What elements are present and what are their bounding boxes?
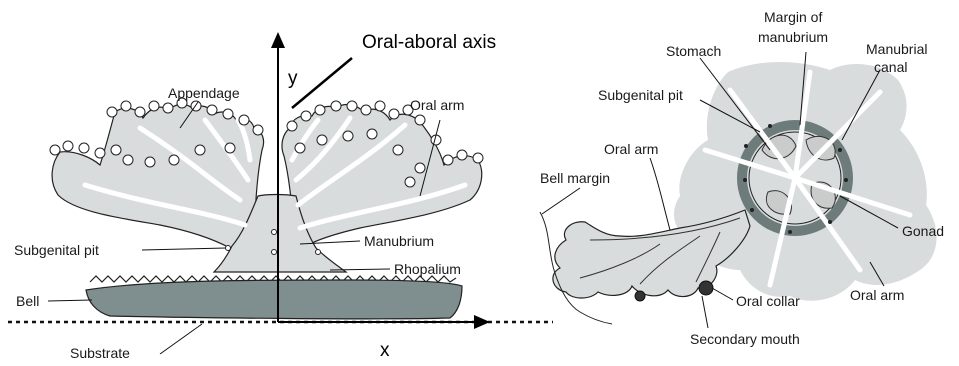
- label-rhopalium: Rhopalium: [394, 261, 461, 277]
- left-side-view: Oral-aboral axis y x Appendage Oral arm …: [8, 32, 553, 361]
- left-oral-arm-cluster: [52, 104, 264, 248]
- bell: [86, 280, 462, 319]
- subgenital-pit-right: [316, 250, 321, 255]
- branching-oral-arm: [553, 210, 750, 298]
- y-axis-arrowhead: [271, 32, 285, 48]
- leader-substrate: [160, 324, 202, 354]
- leader-secondary-mouth: [702, 296, 708, 328]
- manubrium-dot-2: [272, 250, 277, 255]
- x-axis-label: x: [380, 340, 390, 361]
- label-subgenital-pit-left: Subgenital pit: [14, 242, 99, 258]
- label-manubrial-canal-2: canal: [874, 59, 907, 75]
- label-appendage: Appendage: [168, 85, 240, 101]
- leader-bell-margin: [542, 188, 580, 214]
- label-subgenital-pit-right: Subgenital pit: [598, 87, 683, 103]
- subgenital-pit-left: [226, 246, 231, 251]
- manubrium-dot-1: [272, 230, 277, 235]
- label-manubrium: Manubrium: [364, 233, 434, 249]
- oral-aboral-axis-title: Oral-aboral axis: [362, 32, 496, 53]
- y-axis-label: y: [288, 68, 298, 89]
- label-secondary-mouth: Secondary mouth: [690, 331, 800, 347]
- x-axis-arrowhead: [474, 315, 490, 329]
- leader-subgenital-pit: [142, 248, 226, 250]
- label-oral-arm-inner: Oral arm: [604, 141, 658, 157]
- label-bell: Bell: [16, 293, 39, 309]
- secondary-mouth-1: [699, 281, 713, 295]
- label-bell-margin: Bell margin: [540, 170, 610, 186]
- label-manubrial-canal-1: Manubrial: [866, 41, 927, 57]
- leader-oral-collar: [712, 288, 733, 300]
- label-oral-arm-left: Oral arm: [410, 97, 464, 113]
- label-oral-collar: Oral collar: [736, 293, 800, 309]
- label-substrate: Substrate: [70, 345, 130, 361]
- label-stomach: Stomach: [666, 43, 721, 59]
- secondary-mouth-2: [635, 291, 645, 301]
- leader-bell: [48, 300, 92, 301]
- label-margin-of-manubrium-1: Margin of: [764, 9, 822, 25]
- label-gonad: Gonad: [902, 223, 944, 239]
- leader-oral-arm-inner: [650, 158, 670, 230]
- right-oral-view: Margin of manubrium Stomach Manubrial ca…: [540, 9, 944, 347]
- label-oral-arm-outer: Oral arm: [850, 287, 904, 303]
- oral-aboral-axis-line: [292, 58, 352, 108]
- label-margin-of-manubrium-2: manubrium: [758, 29, 828, 45]
